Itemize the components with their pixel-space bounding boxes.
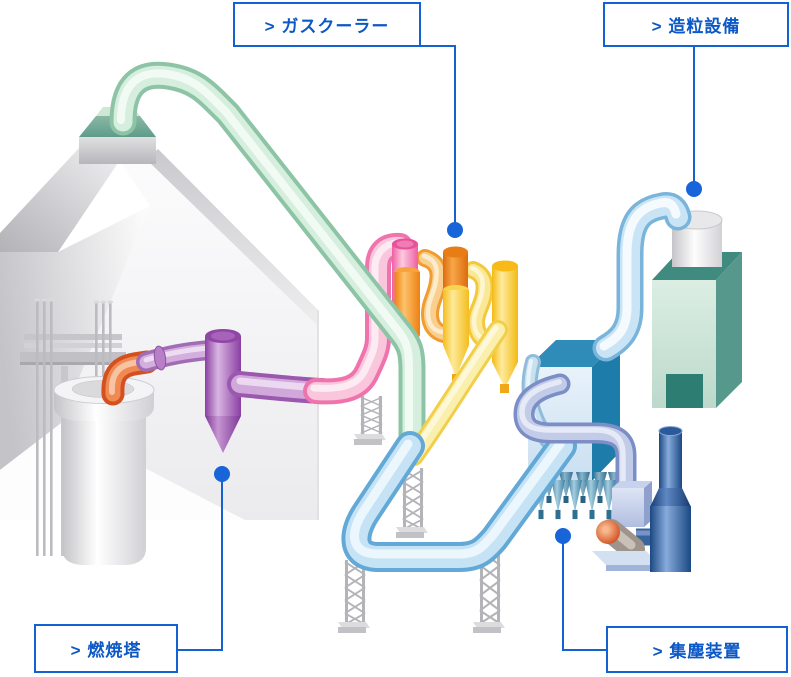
support-tower-1: [354, 394, 386, 445]
gas-cooler-cyclones: [392, 238, 518, 393]
label-dust-collector[interactable]: > 集塵装置: [606, 626, 788, 673]
cooler-cyclone-3: [492, 260, 518, 393]
cooler-duct-2: [464, 261, 499, 351]
exhaust-fan-group: [513, 373, 691, 572]
granulator-side: [716, 252, 742, 408]
building-roof-edge: [147, 149, 318, 326]
lavender-connector-pipe: [136, 340, 220, 372]
combustion-tower-group: [101, 232, 413, 453]
callout-dot-dust-collector: [555, 528, 571, 544]
pipe-flange: [153, 345, 167, 371]
callout-leaders: [178, 45, 695, 651]
label-gas-cooler[interactable]: > ガスクーラー: [233, 2, 421, 47]
exhaust-stack: [650, 426, 691, 572]
orange-elbow-pipe: [101, 350, 159, 406]
green-duct-pipe: [109, 61, 426, 462]
callout-dot-combustion-tower: [214, 466, 230, 482]
fan-base: [592, 551, 660, 565]
label-combustion-tower[interactable]: > 燃焼塔: [34, 624, 178, 673]
leader-gas-cooler: [420, 45, 456, 230]
furnace-vessel: [53, 376, 155, 565]
cooler-cyclone-2: [443, 246, 469, 383]
leader-combustion-tower: [178, 474, 223, 651]
fan-inlet-pipe: [513, 373, 637, 503]
main-blue-u-pipe: [341, 431, 577, 572]
granulator-hatch: [666, 374, 703, 408]
label-granulator[interactable]: > 造粒設備: [603, 2, 789, 47]
fan-pedestal-top: [612, 481, 652, 488]
callout-dot-granulator: [686, 181, 702, 197]
recycle-pipe-to-granulator: [592, 192, 692, 362]
leader-dust-collector: [562, 536, 606, 651]
fan-motor: [596, 519, 645, 561]
cooler-duct-1: [416, 249, 453, 343]
pink-riser-pipe: [303, 232, 413, 405]
callout-dot-gas-cooler: [447, 222, 463, 238]
fan-pedestal: [612, 488, 644, 527]
roof-hood-base: [79, 137, 156, 164]
callout-dots: [214, 181, 702, 544]
support-tower-3: [338, 559, 370, 633]
granulator-unit: [652, 210, 742, 408]
fan-base-edge: [606, 565, 660, 571]
building-left-roof: [0, 147, 120, 252]
